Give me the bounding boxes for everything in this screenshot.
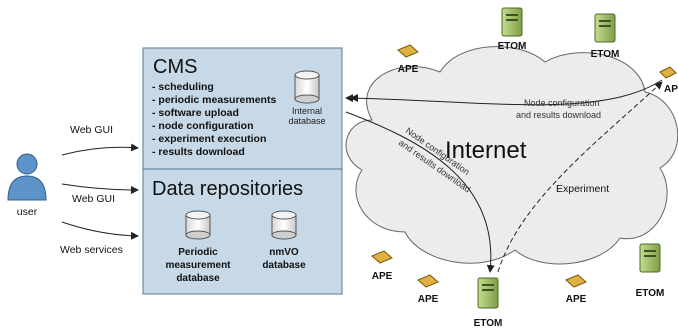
upper-arrow-label-1: Node configuration bbox=[524, 98, 600, 108]
experiment-arrow bbox=[497, 81, 663, 273]
webservices-label: Web services bbox=[60, 244, 123, 256]
ape-label-4: APE bbox=[418, 294, 439, 305]
cms-panel bbox=[142, 47, 343, 170]
upper-config-arrowhead-left bbox=[350, 94, 358, 102]
internal-db-label-1: Internal bbox=[292, 106, 322, 116]
etom-label-4: ETOM bbox=[474, 318, 503, 329]
nmvo-database-icon bbox=[271, 210, 297, 240]
cms-feature-scheduling: - scheduling bbox=[152, 81, 214, 93]
nmvo-db-label-2: database bbox=[262, 260, 306, 271]
ape-label-5: APE bbox=[566, 294, 587, 305]
etom-server-icon bbox=[639, 243, 661, 273]
cms-feature-software: - software upload bbox=[152, 107, 239, 119]
internal-database-icon bbox=[294, 70, 320, 104]
data-repositories-panel bbox=[142, 168, 343, 295]
ape-label-3: APE bbox=[372, 271, 393, 282]
periodic-db-label-2: measurement bbox=[165, 260, 231, 271]
internal-db-label-2: database bbox=[288, 116, 325, 126]
cms-feature-results: - results download bbox=[152, 146, 245, 158]
upper-config-arrow bbox=[345, 79, 663, 106]
user-label: user bbox=[17, 206, 38, 218]
cms-feature-node-config: - node configuration bbox=[152, 120, 254, 132]
ape-device-icon bbox=[371, 250, 393, 264]
cms-feature-experiment: - experiment execution bbox=[152, 133, 266, 145]
nmvo-db-label-1: nmVO bbox=[269, 247, 299, 258]
repos-title: Data repositories bbox=[152, 178, 303, 200]
periodic-db-label-3: database bbox=[176, 273, 220, 284]
cms-feature-periodic: - periodic measurements bbox=[152, 94, 276, 106]
webgui-label-2: Web GUI bbox=[72, 193, 115, 205]
periodic-db-label-1: Periodic bbox=[178, 247, 218, 258]
etom-label-1: ETOM bbox=[498, 41, 527, 52]
webservices-arrow bbox=[61, 221, 139, 240]
internet-label: Internet bbox=[445, 137, 527, 164]
etom-label-3: ETOM bbox=[636, 288, 665, 299]
webgui-arrow-1 bbox=[61, 143, 139, 156]
experiment-label: Experiment bbox=[556, 183, 609, 195]
webgui-label-1: Web GUI bbox=[70, 124, 113, 136]
etom-server-icon bbox=[477, 277, 499, 309]
upper-arrow-label-2: and results download bbox=[516, 110, 601, 120]
etom-label-2: ETOM bbox=[591, 49, 620, 60]
webgui-arrow-2 bbox=[61, 183, 139, 194]
diag-config-arrow bbox=[345, 111, 495, 273]
ape-device-icon bbox=[659, 66, 677, 79]
ape-device-icon bbox=[565, 274, 587, 288]
cms-title: CMS bbox=[153, 56, 197, 78]
ape-device-icon bbox=[397, 44, 419, 58]
etom-server-icon bbox=[501, 7, 523, 37]
etom-server-icon bbox=[594, 13, 616, 43]
user-icon bbox=[7, 153, 47, 201]
ape-label-2: APE bbox=[664, 84, 678, 95]
ape-label-1: APE bbox=[398, 64, 419, 75]
periodic-database-icon bbox=[185, 210, 211, 240]
ape-device-icon bbox=[417, 274, 439, 288]
